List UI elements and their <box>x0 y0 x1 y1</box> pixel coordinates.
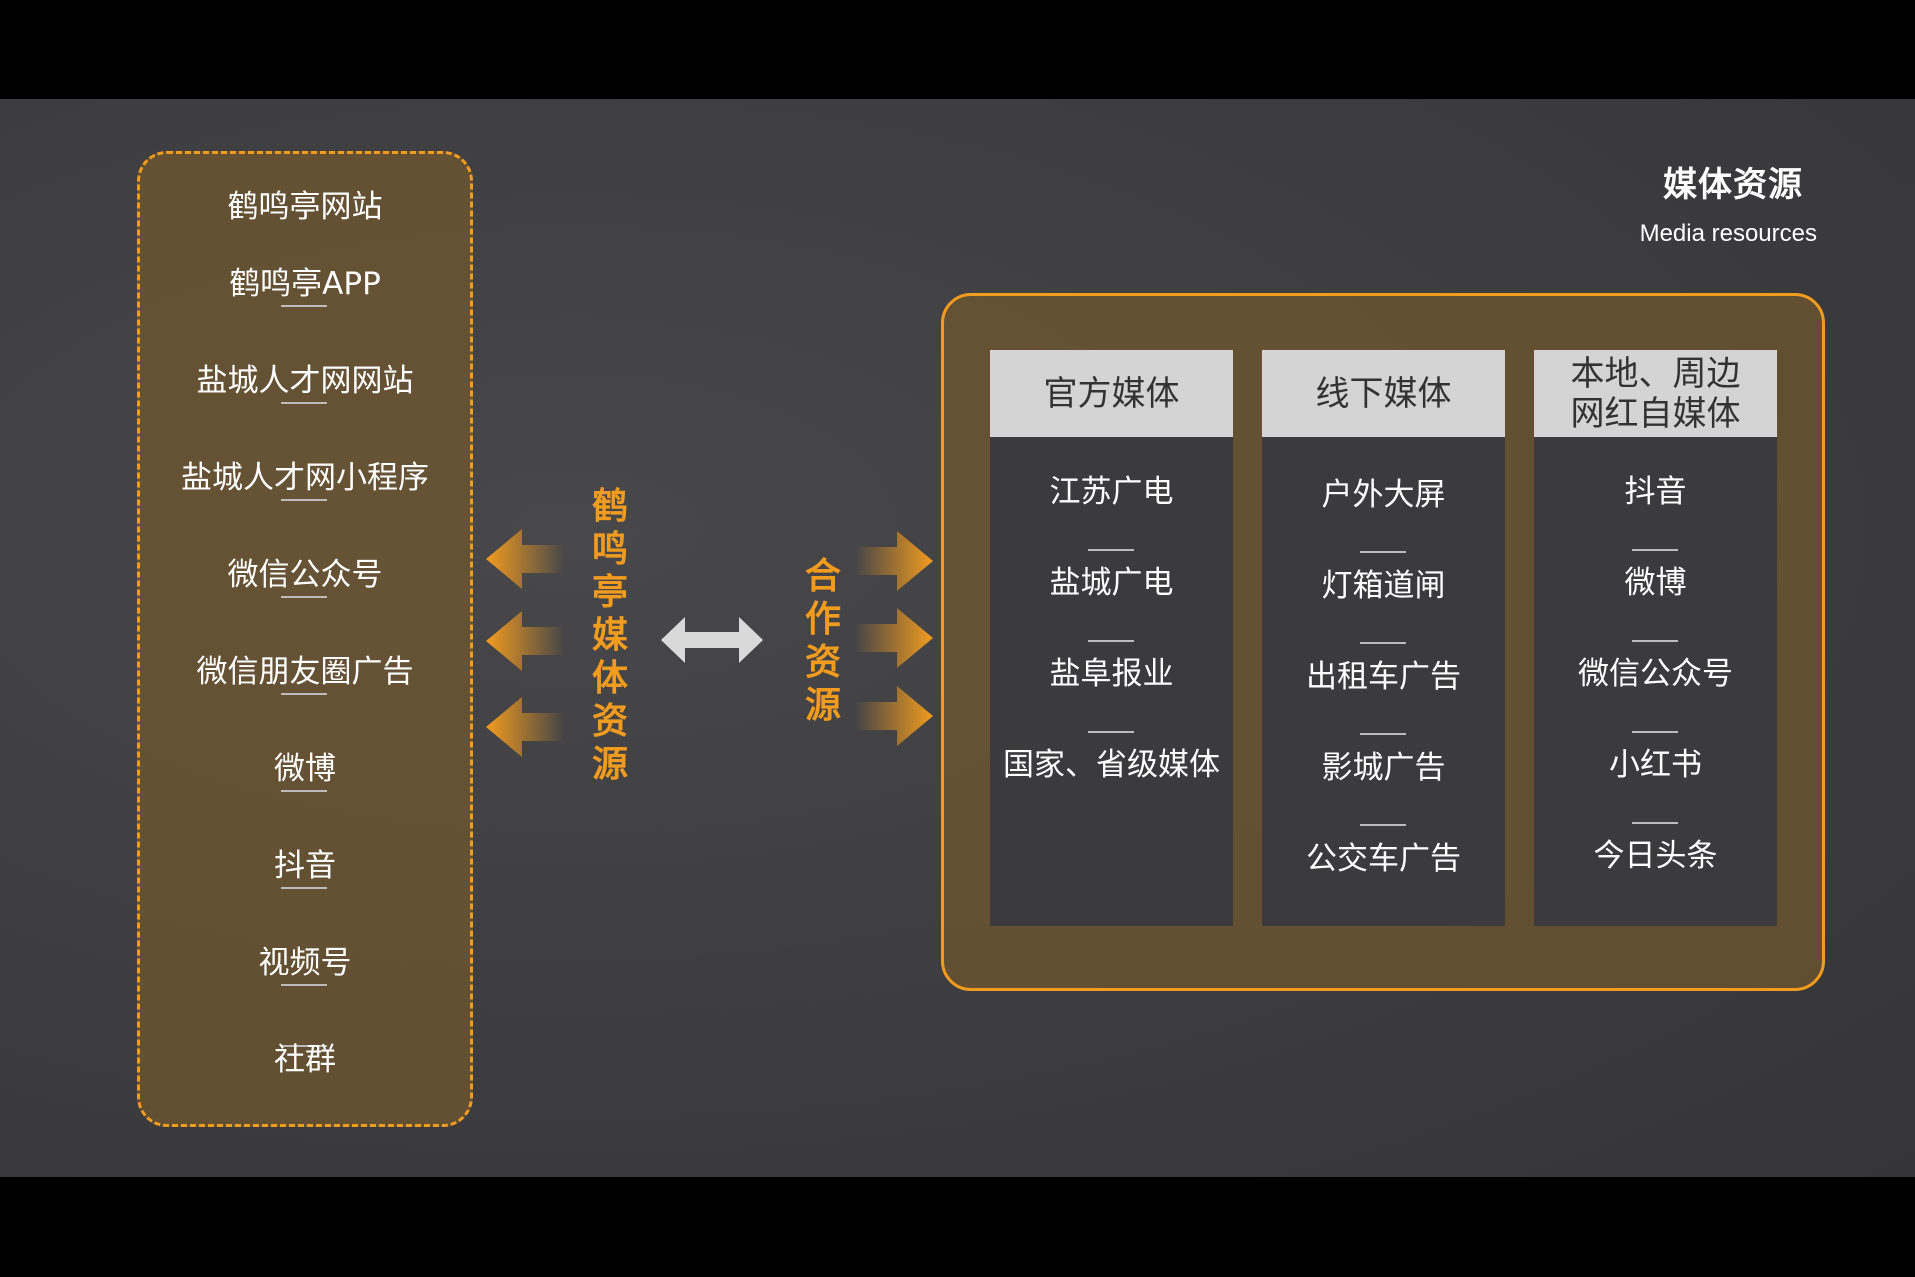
own-media-item: 社群 <box>274 1042 336 1078</box>
divider <box>1360 642 1406 644</box>
divider <box>281 499 327 501</box>
arrow-left-icon <box>486 697 564 757</box>
column-header: 官方媒体 <box>990 350 1233 437</box>
list-item: 微信公众号 <box>1578 656 1733 692</box>
offline-media-column: 线下媒体 户外大屏 灯箱道闸 出租车广告 影城广告 公交车广告 <box>1262 350 1505 926</box>
list-item: 盐城广电 <box>1049 565 1174 601</box>
list-item: 公交车广告 <box>1306 841 1461 877</box>
column-header: 线下媒体 <box>1262 350 1505 437</box>
own-media-item: 视频号 <box>258 945 352 981</box>
label-char: 鸣 <box>591 529 628 570</box>
list-item: 抖音 <box>1624 474 1687 510</box>
divider <box>281 693 327 695</box>
influencer-media-column: 本地、周边 网红自媒体 抖音 微博 微信公众号 小红书 今日头条 <box>1534 350 1777 926</box>
list-item: 小红书 <box>1609 747 1702 783</box>
divider <box>1632 549 1678 551</box>
double-arrow-icon <box>661 617 763 663</box>
list-item: 今日头条 <box>1593 838 1718 874</box>
label-char: 媒 <box>591 615 628 656</box>
slide: 媒体资源 Media resources 鹤鸣亭网站 鹤鸣亭APP 盐城人才网网… <box>0 99 1915 1177</box>
divider <box>281 305 327 307</box>
divider <box>281 1045 327 1047</box>
own-media-item: 抖音 <box>274 848 336 884</box>
page-title: 媒体资源 <box>1663 165 1803 205</box>
divider <box>1088 549 1134 551</box>
label-char: 源 <box>804 685 841 726</box>
list-item: 出租车广告 <box>1306 659 1461 695</box>
arrow-right-icon <box>855 531 933 591</box>
label-char: 亭 <box>591 572 628 613</box>
own-media-item: 盐城人才网网站 <box>196 363 414 399</box>
label-char: 作 <box>804 599 841 640</box>
partner-resources-label: 合 作 资 源 <box>801 555 845 727</box>
label-char: 资 <box>804 642 841 683</box>
column-header-line: 网红自媒体 <box>1570 393 1741 434</box>
partner-media-panel: 官方媒体 江苏广电 盐城广电 盐阜报业 国家、省级媒体 线下媒体 户外大屏 灯箱… <box>941 293 1825 991</box>
title-block: 媒体资源 Media resources <box>1640 157 1817 248</box>
divider <box>1088 731 1134 733</box>
divider <box>281 790 327 792</box>
official-media-column: 官方媒体 江苏广电 盐城广电 盐阜报业 国家、省级媒体 <box>990 350 1233 926</box>
own-media-panel: 鹤鸣亭网站 鹤鸣亭APP 盐城人才网网站 盐城人才网小程序 微信公众号 微信朋友… <box>137 151 473 1127</box>
list-item: 盐阜报业 <box>1049 656 1174 692</box>
own-media-label: 鹤 鸣 亭 媒 体 资 源 <box>588 485 632 786</box>
page-subtitle: Media resources <box>1639 220 1817 247</box>
column-header: 本地、周边 网红自媒体 <box>1534 350 1777 437</box>
list-item: 灯箱道闸 <box>1321 568 1446 604</box>
divider <box>281 984 327 986</box>
own-media-item: 微信朋友圈广告 <box>196 654 414 690</box>
arrow-right-icon <box>855 608 933 668</box>
divider <box>281 887 327 889</box>
label-char: 资 <box>591 701 628 742</box>
own-media-item: 鹤鸣亭网站 <box>227 189 383 225</box>
divider <box>1632 640 1678 642</box>
divider <box>1360 733 1406 735</box>
divider <box>1632 822 1678 824</box>
list-item: 江苏广电 <box>1049 474 1174 510</box>
list-item: 微博 <box>1624 565 1687 601</box>
divider <box>1360 551 1406 553</box>
divider <box>1088 640 1134 642</box>
list-item: 户外大屏 <box>1321 477 1446 513</box>
divider <box>1632 731 1678 733</box>
divider <box>281 596 327 598</box>
own-media-item: 微博 <box>274 751 336 787</box>
divider <box>281 402 327 404</box>
list-item: 国家、省级媒体 <box>1003 747 1220 783</box>
own-media-item: 盐城人才网小程序 <box>181 460 429 496</box>
arrow-left-icon <box>486 611 564 671</box>
label-char: 体 <box>591 658 628 699</box>
column-header-line: 本地、周边 <box>1570 353 1741 394</box>
list-item: 影城广告 <box>1321 750 1446 786</box>
label-char: 鹤 <box>591 486 628 527</box>
label-char: 合 <box>804 556 841 597</box>
own-media-item: 微信公众号 <box>227 557 383 593</box>
arrow-right-icon <box>855 686 933 746</box>
label-char: 源 <box>591 744 628 785</box>
own-media-item: 鹤鸣亭APP <box>229 266 381 302</box>
arrow-left-icon <box>486 529 564 589</box>
divider <box>1360 824 1406 826</box>
